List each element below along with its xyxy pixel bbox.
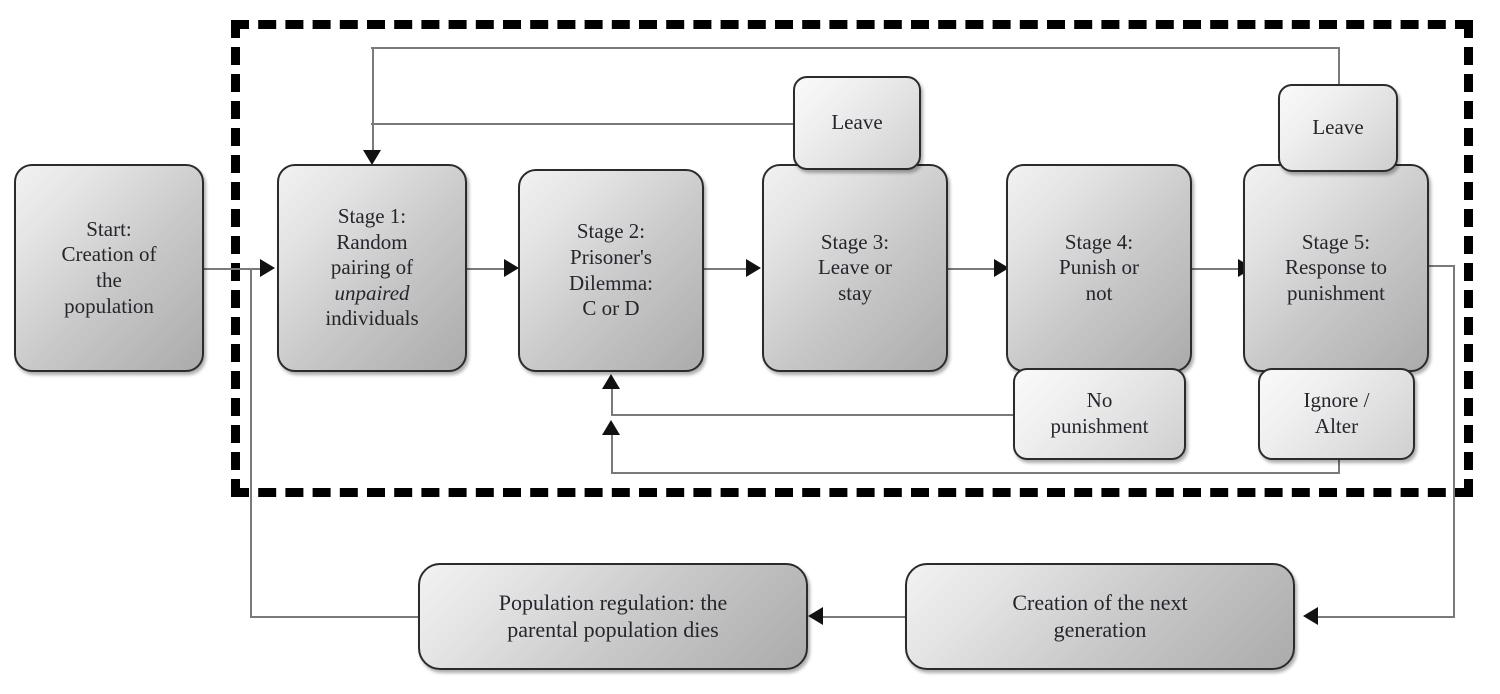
node-leave-stage5[interactable]: Leave [1278, 84, 1398, 172]
edge-leave3-rail [371, 123, 796, 125]
edge-no-punishment-rail [611, 414, 1013, 416]
edge-stage2-to-stage3-arrowhead [746, 259, 761, 277]
edge-stage5-to-nextgen-descent [1453, 265, 1455, 617]
node-stage4-label: Stage 4: Punish or not [1059, 229, 1139, 305]
node-leave-stage5-label: Leave [1312, 115, 1364, 140]
edge-nextgen-to-popreg-line [822, 616, 906, 618]
node-no-punishment-label: No punishment [1050, 388, 1149, 438]
node-stage5-label: Stage 5: Response to punishment [1284, 229, 1388, 305]
node-population-regulation[interactable]: Population regulation: the parental popu… [418, 563, 808, 670]
edge-leave-to-stage1-arrowhead [363, 150, 381, 165]
stage1-line-2: Random [336, 229, 408, 254]
edge-ignore-alter-rail [611, 472, 1340, 474]
node-start[interactable]: Start: Creation of the population [14, 164, 204, 372]
edge-popreg-exit-rail [250, 616, 420, 618]
edge-no-punishment-to-stage2-arrowhead [602, 374, 620, 389]
node-population-regulation-label: Population regulation: the parental popu… [498, 589, 728, 642]
node-stage3[interactable]: Stage 3: Leave or stay [762, 164, 948, 372]
edge-leave-descent-to-stage1 [372, 47, 374, 154]
node-start-label: Start: Creation of the population [61, 216, 157, 318]
stage1-line-3: pairing of [330, 255, 414, 280]
edge-stage3-to-stage4-arrowhead [994, 259, 1009, 277]
edge-stage3-to-stage4-line [948, 268, 1004, 270]
node-no-punishment[interactable]: No punishment [1013, 368, 1186, 460]
edge-nextgen-to-popreg-arrowhead [808, 607, 823, 625]
stage1-line-1: Stage 1: [337, 203, 407, 228]
node-stage5[interactable]: Stage 5: Response to punishment [1243, 164, 1429, 372]
node-leave-stage3[interactable]: Leave [793, 76, 921, 170]
edge-ignore-alter-to-stage2-arrowhead [602, 420, 620, 435]
node-ignore-alter[interactable]: Ignore / Alter [1258, 368, 1415, 460]
node-next-generation[interactable]: Creation of the next generation [905, 563, 1295, 670]
stage1-line-5: individuals [325, 306, 419, 331]
node-ignore-alter-label: Ignore / Alter [1303, 388, 1370, 438]
edge-stage1-to-stage2-line [466, 268, 514, 270]
edge-ignore-alter-descent [1338, 460, 1340, 474]
edge-leave5-top-rail [371, 47, 1340, 49]
node-stage2[interactable]: Stage 2: Prisoner's Dilemma: C or D [518, 169, 704, 372]
edge-start-to-stage1-arrowhead [260, 259, 275, 277]
node-stage2-label: Stage 2: Prisoner's Dilemma: C or D [569, 219, 653, 321]
node-stage4[interactable]: Stage 4: Punish or not [1006, 164, 1192, 372]
edge-popreg-to-stage1-riser [250, 268, 252, 618]
edge-stage5-exit-rail [1428, 265, 1454, 267]
edge-stage1-to-stage2-arrowhead [504, 259, 519, 277]
edge-stage5-to-nextgen-rail [1318, 616, 1455, 618]
edge-start-to-stage1-line [204, 268, 266, 270]
edge-no-punishment-riser [611, 388, 613, 416]
edge-ignore-alter-riser [611, 434, 613, 474]
edge-stage4-to-stage5-line [1192, 268, 1248, 270]
edge-stage5-to-nextgen-arrowhead [1303, 607, 1318, 625]
edge-stage2-to-stage3-line [704, 268, 756, 270]
stage1-line-4-italic: unpaired [334, 280, 410, 305]
node-next-generation-label: Creation of the next generation [1012, 589, 1188, 642]
node-stage3-label: Stage 3: Leave or stay [817, 229, 893, 305]
edge-leave5-riser [1338, 47, 1340, 85]
node-leave-stage3-label: Leave [831, 110, 883, 135]
